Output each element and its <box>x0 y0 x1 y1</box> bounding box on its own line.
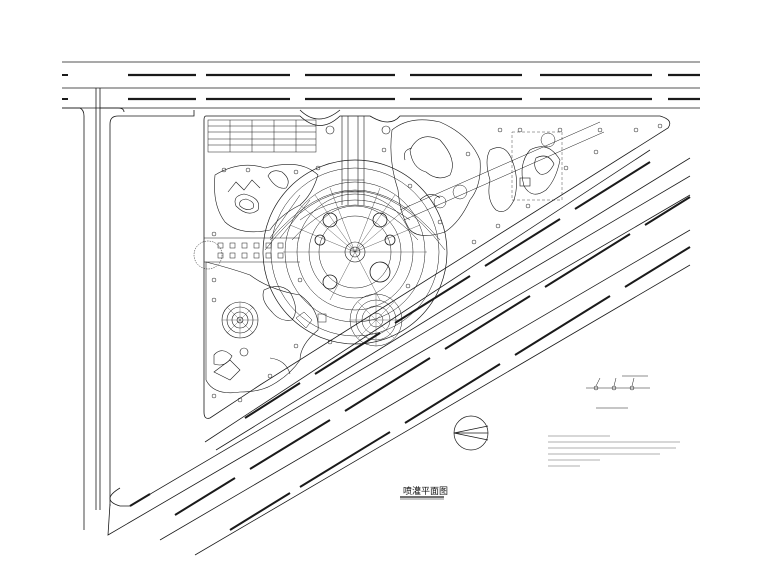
west-road <box>62 88 195 530</box>
west-walkway <box>193 194 311 270</box>
ne-garden <box>390 119 481 236</box>
north-road <box>62 61 700 109</box>
diagonal-promenade <box>399 121 605 221</box>
sprinkler-heads <box>211 123 663 403</box>
east-pond <box>486 131 563 212</box>
parking-bays <box>207 119 317 153</box>
site-boundary <box>203 109 671 419</box>
south-hatched-circle <box>295 293 403 347</box>
north-arrow-icon <box>453 415 489 451</box>
notes-block <box>548 435 680 467</box>
sw-garden <box>205 261 319 394</box>
circular-plaza <box>262 159 448 345</box>
nw-garden <box>214 163 319 233</box>
legend-symbol <box>586 375 650 409</box>
drawing-title: 喷灌平面图 <box>403 485 448 497</box>
diagonal-road <box>107 149 691 556</box>
central-avenue <box>325 116 391 205</box>
